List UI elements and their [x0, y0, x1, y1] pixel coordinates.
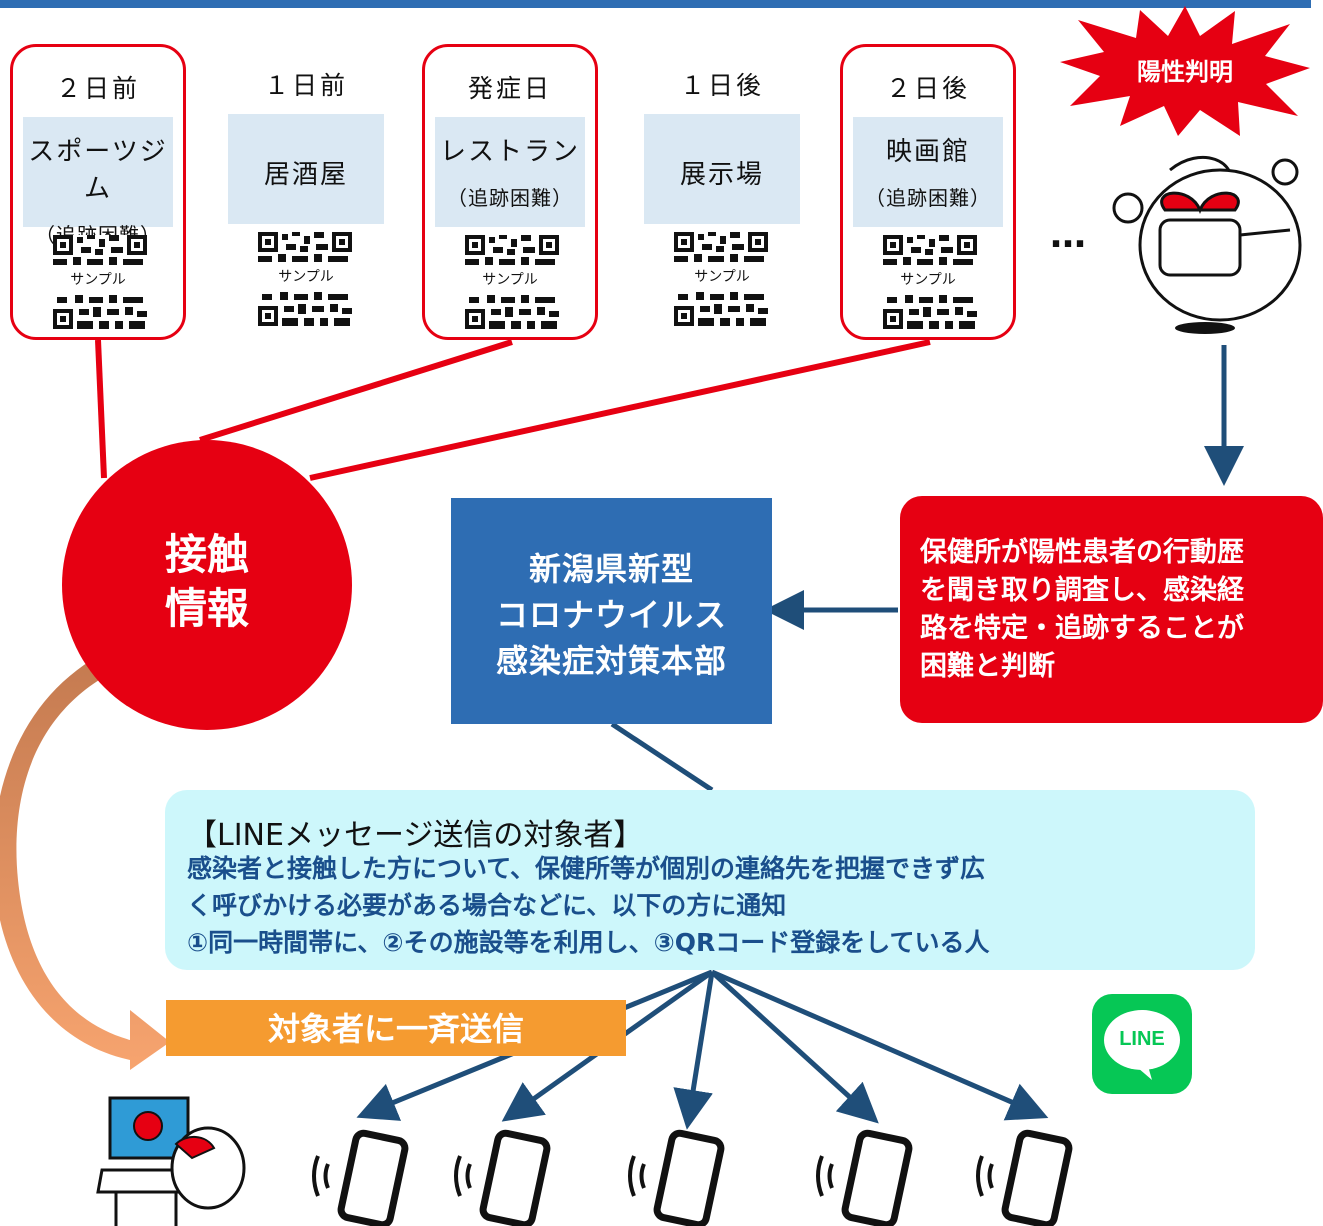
qr-caption: サンプル [894, 272, 962, 288]
health-center-line: 困難と判断 [920, 651, 1055, 682]
smartphone-icon [628, 1129, 725, 1226]
line-logo-icon: LINE [1092, 994, 1192, 1094]
venue-day: １日後 [679, 71, 764, 100]
line-logo-text: LINE [1119, 1028, 1165, 1050]
target-title: 【LINEメッセージ送信の対象者】 [187, 818, 644, 853]
qr-caption: サンプル [64, 272, 132, 288]
health-center-line: 路を特定・追跡することが [920, 613, 1244, 644]
target-body: 感染者と接触した方について、保健所等が個別の連絡先を把握できず広 く呼びかける必… [187, 850, 990, 961]
venue-card-movie-theater: ２日後 映画館 （追跡困難） サンプル [840, 44, 1016, 340]
venue-note: （追跡困難） [447, 186, 573, 210]
burst-icon [1060, 6, 1310, 136]
mascot-icon [1112, 155, 1302, 334]
venue-card-restaurant: 発症日 レストラン （追跡困難） サンプル [422, 44, 598, 340]
smartphone-icon [454, 1129, 551, 1226]
venue-name: 居酒屋 [263, 160, 348, 190]
smartphone-icon [816, 1129, 913, 1226]
health-center-box: 保健所が陽性患者の行動歴 を聞き取り調査し、感染経 路を特定・追跡することが 困… [900, 496, 1323, 723]
venue-name-box: 映画館 （追跡困難） [853, 117, 1003, 227]
venue-name: 展示場 [679, 160, 764, 190]
computer-user-icon [96, 1096, 246, 1226]
qr-caption: サンプル [688, 269, 756, 285]
venue-name: スポーツジム [28, 137, 168, 204]
headquarters-box: 新潟県新型 コロナウイルス 感染症対策本部 [451, 498, 772, 724]
venue-name: 映画館 [885, 137, 970, 167]
venue-day: ２日後 [885, 74, 970, 103]
contact-info-line: 情報 [164, 584, 249, 633]
venue-name: レストラン [439, 137, 580, 167]
qr-caption: サンプル [476, 272, 544, 288]
venue-card-exhibition-hall: １日後 展示場 サンプル [634, 44, 810, 340]
venue-day: 発症日 [467, 74, 552, 103]
venue-day: １日前 [263, 71, 348, 100]
smartphone-icon [976, 1129, 1073, 1226]
target-line: ①同一時間帯に、②その施設等を利用し、③QRコード登録をしている人 [187, 928, 990, 957]
send-label: 対象者に一斉送信 [166, 1000, 626, 1056]
venue-name-box: 居酒屋 [228, 114, 384, 224]
ellipsis: … [1050, 215, 1088, 256]
venue-name-box: レストラン （追跡困難） [435, 117, 585, 227]
target-line: 感染者と接触した方について、保健所等が個別の連絡先を把握できず広 [187, 854, 986, 883]
venue-name-box: スポーツジム （追跡困難） [23, 117, 173, 247]
headquarters-line: 感染症対策本部 [495, 642, 727, 680]
target-recipients-box: 【LINEメッセージ送信の対象者】 感染者と接触した方について、保健所等が個別の… [165, 790, 1255, 970]
venue-day: ２日前 [55, 74, 140, 103]
contact-info-line: 接触 [164, 530, 249, 579]
smartphone-icon [312, 1129, 409, 1226]
health-center-line: を聞き取り調査し、感染経 [920, 575, 1244, 606]
health-center-line: 保健所が陽性患者の行動歴 [920, 537, 1244, 568]
headquarters-line: 新潟県新型 [528, 550, 694, 588]
speech-bubble-icon [1104, 1010, 1180, 1080]
positive-label: 陽性判明 [1137, 58, 1233, 86]
headquarters-line: コロナウイルス [495, 596, 727, 634]
top-bar [0, 0, 1311, 8]
venue-card-izakaya: １日前 居酒屋 サンプル [218, 44, 394, 340]
venue-name-box: 展示場 [644, 114, 800, 224]
contact-info-circle: 接触 情報 [62, 440, 352, 730]
venue-note: （追跡困難） [865, 186, 991, 210]
qr-caption: サンプル [272, 269, 340, 285]
venue-card-sports-gym: ２日前 スポーツジム （追跡困難） サンプル [10, 44, 186, 340]
target-line: く呼びかける必要がある場合などに、以下の方に通知 [187, 891, 787, 920]
